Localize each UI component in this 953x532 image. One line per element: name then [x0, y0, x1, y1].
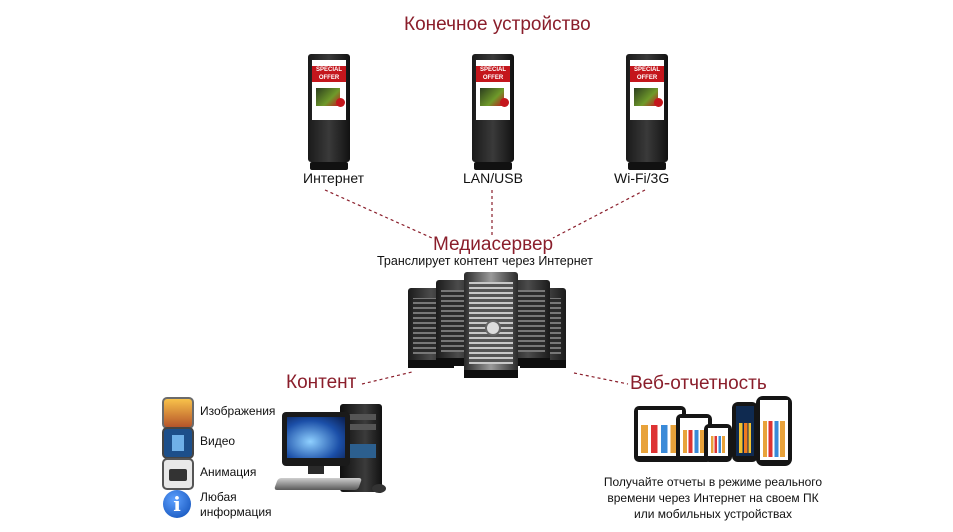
content-item-any-info-line2: информация: [200, 505, 272, 519]
kiosk-icon: SPECIAL OFFER: [308, 54, 350, 172]
content-item-animation: Анимация: [200, 465, 257, 479]
connector-reports: [573, 372, 629, 385]
web-reports-title: Веб-отчетность: [630, 373, 767, 394]
kiosk-icon: SPECIAL OFFER: [472, 54, 514, 172]
desktop-computer-icon: [262, 398, 392, 502]
content-item-video: Видео: [200, 434, 236, 448]
media-server-title: Медиасервер: [433, 234, 554, 255]
device-label-lan-usb: LAN/USB: [463, 170, 523, 186]
kiosk-offer-text: SPECIAL OFFER: [312, 66, 346, 82]
web-reports-line-3: или мобильных устройствах: [634, 507, 792, 521]
media-server-subtitle: Транслирует контент через Интернет: [377, 254, 593, 268]
info-icon: i: [163, 490, 191, 518]
kiosk-offer-text: SPECIAL OFFER: [476, 66, 510, 82]
animation-icon: [162, 458, 194, 490]
video-icon: [162, 427, 194, 459]
device-label-wifi-3g: Wi-Fi/3G: [614, 170, 670, 186]
content-title: Контент: [286, 372, 357, 393]
server-icon: [408, 272, 578, 382]
kiosk-icon: SPECIAL OFFER: [626, 54, 668, 172]
content-item-any-info-line1: Любая: [200, 490, 237, 504]
connector-content: [361, 371, 413, 385]
connector-wifi: [552, 189, 646, 239]
connector-internet: [324, 189, 433, 239]
web-reports-line-2: времени через Интернет на своем ПК: [607, 491, 819, 505]
device-label-internet: Интернет: [303, 170, 365, 186]
image-icon: [162, 397, 194, 429]
content-item-any-info: Любая информация: [200, 490, 272, 520]
kiosk-offer-text: SPECIAL OFFER: [630, 66, 664, 82]
mobile-devices-icon: [634, 396, 794, 468]
content-item-images: Изображения: [200, 404, 276, 418]
end-device-title: Конечное устройство: [404, 14, 591, 35]
web-reports-description: Получайте отчеты в режиме реального врем…: [600, 474, 826, 522]
web-reports-line-1: Получайте отчеты в режиме реального: [603, 475, 823, 489]
